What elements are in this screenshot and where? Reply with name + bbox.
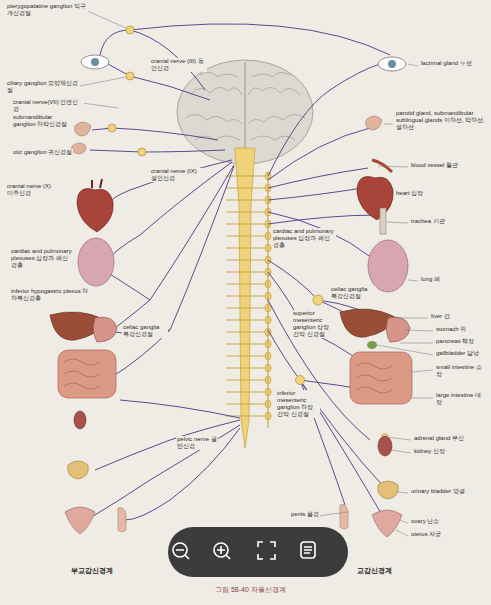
spinal-nerve bbox=[226, 224, 266, 225]
part-label: pancreas 췌장 bbox=[435, 338, 475, 345]
part-label: otic ganglion 귀신경절 bbox=[12, 149, 73, 156]
leader-lines bbox=[80, 10, 433, 536]
part-label: cranial nerve(VII) 안면신경 bbox=[12, 99, 84, 113]
spinal-nerve bbox=[226, 248, 266, 249]
spinal-nerve bbox=[226, 236, 266, 237]
part-label: parotid gland, submandibular sublingual … bbox=[395, 110, 487, 131]
spinal-nerve bbox=[226, 320, 266, 321]
part-label: pelvic nerve 골반신경 bbox=[176, 436, 218, 450]
parasympathetic-nerves bbox=[85, 24, 390, 520]
part-label: lacrimal gland 누선 bbox=[420, 60, 473, 67]
part-label: superior mesenteric ganglion 상장간막 신경절 bbox=[292, 310, 336, 338]
part-label: cardiac and pulmonary plexuses 심장과 폐신경총 bbox=[272, 228, 336, 249]
part-label: urinary bladder 방광 bbox=[410, 488, 466, 495]
part-label: adrenal gland 부신 bbox=[413, 435, 465, 442]
part-label: celiac ganglia 복강신경절 bbox=[330, 286, 376, 300]
part-label: ciliary ganglion 모양체신경절 bbox=[6, 80, 80, 94]
spinal-nerve bbox=[226, 392, 266, 393]
spinal-nerve bbox=[226, 188, 266, 189]
part-label: lung 폐 bbox=[420, 276, 441, 283]
spinal-nerve bbox=[226, 272, 266, 273]
spinal-nerve bbox=[226, 380, 266, 381]
spinal-nerve bbox=[226, 296, 266, 297]
spinal-nerve bbox=[226, 200, 266, 201]
part-label: cardiac and pulmonary plexuses 심장과 폐신경총 bbox=[10, 248, 74, 269]
part-label: small intestine 소장 bbox=[435, 364, 487, 378]
part-label: gallbladder 담낭 bbox=[435, 350, 480, 357]
spinal-nerve bbox=[226, 404, 266, 405]
part-label: trachea 기관 bbox=[410, 218, 446, 225]
system-label: 교감신경계 bbox=[356, 567, 393, 575]
part-label: liver 간 bbox=[430, 313, 451, 320]
spinal-cord bbox=[235, 148, 255, 448]
spinal-nerve bbox=[226, 212, 266, 213]
part-label: uterus 자궁 bbox=[410, 531, 442, 538]
spinal-nerve bbox=[226, 356, 266, 357]
spinal-nerve bbox=[226, 308, 266, 309]
system-label: 부교감신경계 bbox=[70, 567, 114, 575]
part-label: submandibular ganglion 하악신경절 bbox=[12, 114, 72, 128]
spinal-nerve bbox=[226, 260, 266, 261]
spinal-nerve bbox=[226, 284, 266, 285]
figure-caption: 그림 58-40 자율신경계 bbox=[214, 586, 287, 594]
sympathetic-chain bbox=[226, 172, 271, 428]
part-label: inferior mesenteric ganglion 하장간막 신경절 bbox=[276, 390, 320, 418]
ganglia bbox=[108, 26, 323, 385]
part-label: stomach 위 bbox=[435, 326, 467, 333]
part-label: inferior hypogastric plexus 하하복신경총 bbox=[10, 288, 90, 302]
part-label: penis 음경 bbox=[290, 511, 320, 518]
viewer-toolbar bbox=[168, 527, 348, 577]
spinal-nerve bbox=[226, 332, 266, 333]
spinal-nerve bbox=[226, 344, 266, 345]
sympathetic-nerves bbox=[268, 64, 388, 520]
part-label: celiac ganglia 복강신경절 bbox=[122, 324, 168, 338]
spinal-nerve bbox=[226, 176, 266, 177]
spinal-nerve bbox=[226, 368, 266, 369]
part-label: ovary 난소 bbox=[410, 518, 440, 525]
part-label: blood vessel 혈관 bbox=[410, 162, 459, 169]
part-label: pterygopalatine ganglion 익구개신경절 bbox=[6, 3, 88, 17]
part-label: large intestine 대장 bbox=[435, 392, 487, 406]
part-label: cranial nerve (III) 동안신경 bbox=[150, 58, 207, 72]
brain-gyri bbox=[185, 72, 305, 140]
part-label: heart 심장 bbox=[395, 190, 424, 197]
part-label: kidney 신장 bbox=[413, 448, 446, 455]
part-label: cranial nerve (IX) 설인신경 bbox=[150, 168, 204, 182]
part-label: cranial nerve (X) 미주신경 bbox=[6, 183, 54, 197]
